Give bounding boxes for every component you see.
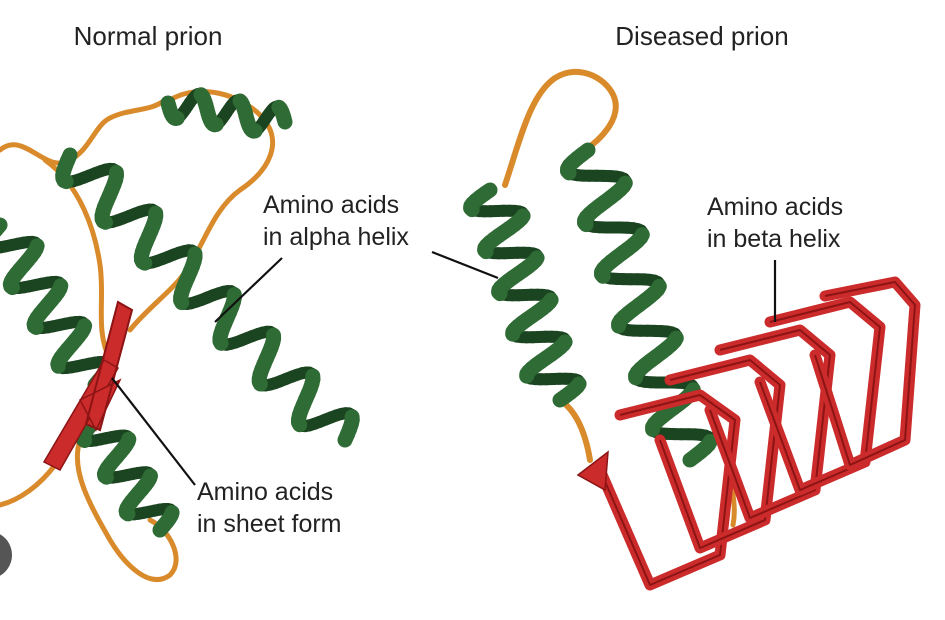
alpha-leader-line bbox=[214, 257, 283, 323]
helix-ribbon-segment bbox=[173, 292, 190, 311]
helix-ribbon-segment bbox=[75, 431, 93, 448]
beta-label-line-2: in beta helix bbox=[707, 225, 841, 253]
diseased-prion-structure bbox=[463, 68, 921, 591]
normal-prion-structure bbox=[0, 87, 360, 583]
helix-ribbon-segment bbox=[552, 388, 573, 408]
helix-ribbon-segment bbox=[682, 448, 704, 468]
beta-helix-loop-edge bbox=[599, 394, 736, 586]
helix-ribbon-segment bbox=[463, 200, 480, 218]
helix-ribbon-segment bbox=[135, 254, 153, 271]
helix-ribbon-segment bbox=[477, 242, 494, 260]
beta-arrow-head bbox=[576, 450, 609, 492]
normal-title: Normal prion bbox=[74, 21, 223, 51]
alpha-leader-line-diseased bbox=[431, 250, 499, 280]
beta-helix-loop-edge bbox=[814, 281, 916, 466]
helix-ribbon-segment bbox=[276, 110, 293, 130]
sheet-label-line-2: in sheet form bbox=[197, 510, 342, 538]
normal-coil-top bbox=[0, 97, 168, 166]
helix-ribbon-segment bbox=[251, 374, 268, 392]
sheet-form-label: Amino acids in sheet form bbox=[197, 478, 342, 538]
sheet-label-line-1: Amino acids bbox=[197, 478, 333, 506]
beta-label-line-1: Amino acids bbox=[707, 193, 843, 221]
helix-ribbon-segment bbox=[491, 284, 508, 302]
alpha-label-line-1: Amino acids bbox=[263, 191, 399, 219]
helix-ribbon-segment bbox=[97, 468, 114, 485]
beta-helix-loop-edge bbox=[759, 301, 881, 491]
alpha-helix-label: Amino acids in alpha helix bbox=[263, 191, 409, 251]
sheet-strand-2 bbox=[42, 358, 120, 471]
diseased-helix-left bbox=[463, 182, 587, 408]
normal-coil-bottom-left bbox=[0, 462, 58, 508]
normal-helix-top bbox=[160, 87, 293, 139]
normal-sheet-strands bbox=[42, 300, 134, 471]
normal-coil-bottom bbox=[74, 437, 179, 583]
helix-ribbon-segment bbox=[56, 173, 74, 190]
helix-ribbon-segment bbox=[291, 415, 308, 433]
helix-ribbon-segment bbox=[95, 213, 113, 230]
sheet-leader-line bbox=[111, 377, 196, 486]
alpha-label-line-2: in alpha helix bbox=[263, 223, 409, 251]
helix-ribbon-segment bbox=[337, 426, 355, 448]
helix-ribbon-segment bbox=[560, 163, 577, 181]
sheet-edge bbox=[84, 300, 134, 432]
helix-ribbon-segment bbox=[119, 505, 136, 522]
beta-helix-label: Amino acids in beta helix bbox=[707, 193, 843, 253]
beta-helix-loop-edge bbox=[709, 329, 831, 519]
helix-ribbon-segment bbox=[594, 266, 611, 284]
helix-ribbon-segment bbox=[27, 318, 44, 335]
diseased-beta-helix bbox=[576, 276, 921, 591]
normal-helix-bottom bbox=[75, 412, 180, 538]
helix-ribbon-segment bbox=[577, 215, 594, 233]
diseased-title: Diseased prion bbox=[615, 21, 788, 51]
beta-helix-loop-edge bbox=[659, 359, 781, 549]
normal-helix-diagonal bbox=[55, 147, 360, 448]
circle-overlay-icon bbox=[0, 534, 12, 576]
helix-ribbon-segment bbox=[3, 278, 20, 295]
diseased-helix-right bbox=[560, 142, 718, 468]
helix-ribbon-segment bbox=[152, 518, 172, 538]
diseased-coil-top bbox=[502, 68, 619, 188]
helix-ribbon-segment bbox=[212, 333, 229, 351]
